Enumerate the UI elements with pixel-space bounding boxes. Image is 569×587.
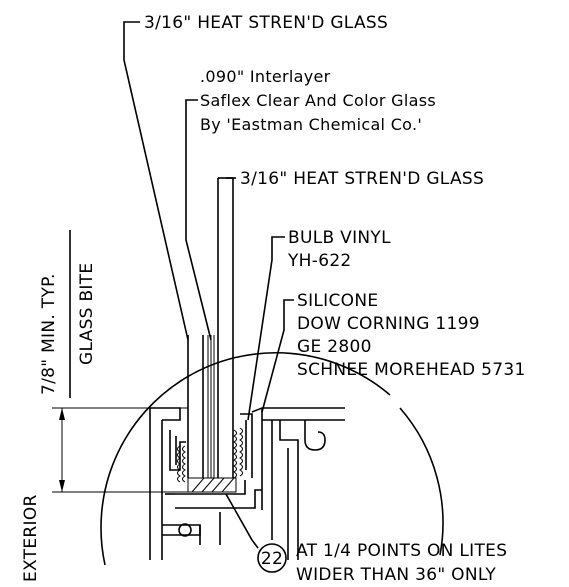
setting-block — [187, 477, 237, 493]
label-bulb-vinyl-1: BULB VINYL — [288, 228, 391, 248]
label-min-typ: 7/8" MIN. TYP. — [39, 273, 59, 395]
leader-outer-glass — [123, 21, 189, 341]
callout-number: 22 — [261, 549, 283, 569]
detail-circle-right — [399, 407, 444, 556]
dim-arrow-bottom — [59, 480, 65, 492]
label-note-1: AT 1/4 POINTS ON LITES — [296, 541, 507, 561]
bulb-vinyl-gasket — [233, 427, 243, 479]
label-note-2: WIDER THAN 36" ONLY — [296, 565, 496, 585]
inner-glass-pane — [217, 178, 234, 478]
label-outer-glass: 3/16" HEAT STREN'D GLASS — [144, 13, 388, 33]
silicone-sealant — [177, 445, 186, 483]
label-bulb-vinyl-2: YH-622 — [287, 251, 352, 271]
label-glass-bite: GLASS BITE — [77, 263, 97, 365]
outer-glass-pane — [187, 335, 204, 478]
aluminum-frame — [149, 407, 345, 560]
leader-bulb-vinyl — [247, 236, 285, 421]
callout-circle-22 — [257, 543, 287, 573]
label-interlayer-1: .090" Interlayer — [200, 67, 331, 86]
label-silicone-2: DOW CORNING 1199 — [297, 314, 480, 334]
label-exterior: EXTERIOR — [21, 494, 41, 582]
leader-callout-22 — [225, 493, 259, 549]
interlayer — [207, 335, 215, 478]
label-inner-glass: 3/16" HEAT STREN'D GLASS — [240, 169, 484, 189]
label-interlayer-2: Saflex Clear And Color Glass — [200, 91, 436, 110]
label-silicone-1: SILICONE — [297, 291, 378, 311]
detail-circle — [100, 352, 391, 566]
leader-interlayer — [185, 99, 212, 341]
label-silicone-4: SCHNEE MOREHEAD 5731 — [297, 360, 526, 380]
label-silicone-3: GE 2800 — [297, 337, 372, 357]
dim-arrow-top — [59, 408, 65, 420]
label-interlayer-3: By 'Eastman Chemical Co.' — [200, 115, 422, 134]
leader-silicone — [261, 299, 294, 413]
